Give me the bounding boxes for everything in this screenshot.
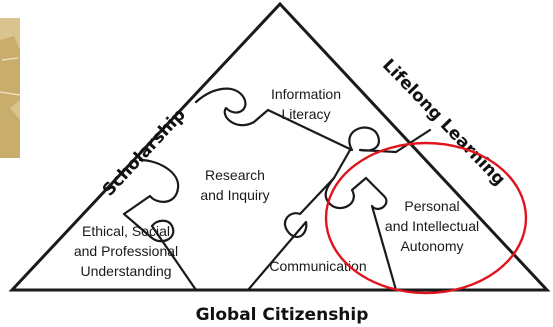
piece-research-and-inquiry: Research and Inquiry [200, 167, 269, 203]
piece-label-line: and Intellectual [385, 218, 479, 234]
piece-label-line: and Inquiry [200, 187, 269, 203]
piece-label-line: Information [271, 86, 341, 102]
piece-label-line: Ethical, Social [82, 223, 170, 239]
piece-label-line: Literacy [281, 106, 330, 122]
base-label-global-citizenship: Global Citizenship [196, 305, 369, 325]
puzzle-lines [122, 87, 432, 292]
piece-label-line: Understanding [80, 263, 171, 279]
piece-label-line: and Professional [74, 243, 178, 259]
piece-ethical-social-professional: Ethical, Social and Professional Underst… [74, 223, 178, 279]
piece-information-literacy: Information Literacy [271, 86, 341, 122]
piece-label-line: Autonomy [400, 238, 463, 254]
piece-label-line: Personal [404, 198, 459, 214]
side-label-lifelong-learning: Lifelong Learning [378, 55, 509, 190]
triangle-outline [8, 1, 551, 292]
piece-communication: Communication [269, 258, 366, 274]
piece-label-line: Research [205, 167, 265, 183]
highlight-circle [324, 141, 528, 295]
map-thumbnail [0, 18, 21, 158]
side-label-scholarship: Scholarship [99, 105, 190, 201]
piece-personal-intellectual-autonomy: Personal and Intellectual Autonomy [385, 198, 479, 254]
piece-label-line: Communication [269, 258, 366, 274]
